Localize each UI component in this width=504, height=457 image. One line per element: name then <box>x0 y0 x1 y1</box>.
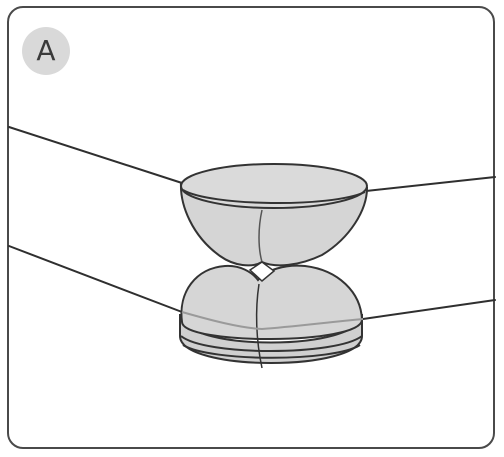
lower-left-cable <box>8 245 183 313</box>
panel-label-text: A <box>36 34 56 67</box>
panel-label-badge: A <box>22 27 70 75</box>
lower-right-cable <box>362 299 496 320</box>
upper-left-cable <box>8 126 183 184</box>
upper-pad <box>179 163 369 267</box>
upper-right-cable <box>365 176 496 192</box>
lower-pad <box>179 261 364 369</box>
